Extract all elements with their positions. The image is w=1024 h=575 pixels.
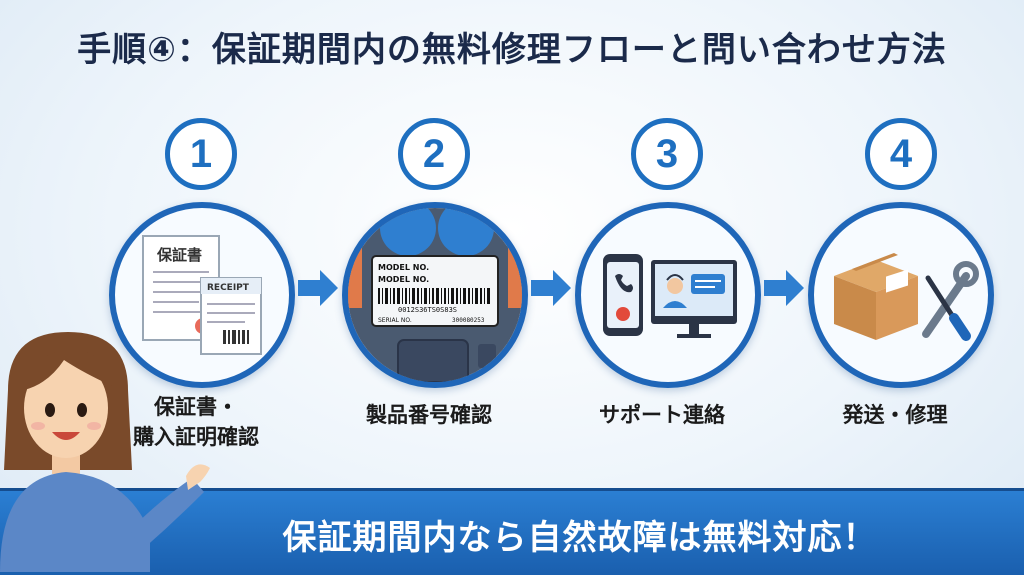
arrow-right-icon-3 <box>764 270 804 306</box>
step-label-4: 発送・修理 <box>842 403 948 427</box>
step-number-3: 3 <box>631 118 703 190</box>
box-tools-icon <box>834 253 979 341</box>
arrow-right-icon-1 <box>298 270 338 306</box>
warranty-text: 保証書 <box>156 246 202 264</box>
step-circle-2: MODEL NO. MODEL NO. 0012S36TS0S83S SERIA… <box>342 202 528 388</box>
step-number-2: 2 <box>398 118 470 190</box>
model-text-1: MODEL NO. <box>378 263 429 272</box>
warranty-receipt-icon: 保証書 RECEIPT <box>142 235 262 355</box>
step-label-1: 保証書・ 購入証明確認 <box>96 392 296 452</box>
serial-text: SERIAL NO. <box>378 317 412 324</box>
page-title: 手順④：保証期間内の無料修理フローと問い合わせ方法 <box>77 30 947 70</box>
woman-presenter-illustration <box>0 332 210 572</box>
step-circle-4 <box>808 202 994 388</box>
step-number-1: 1 <box>165 118 237 190</box>
banner-text: 保証期間内なら自然故障は無料対応！ <box>282 518 878 558</box>
step-circle-3 <box>575 202 761 388</box>
barcode-number: 0012S36TS0S83S <box>398 306 457 314</box>
arrow-right-icon-2 <box>531 270 571 306</box>
model-text-2: MODEL NO. <box>378 275 429 284</box>
serial-label-icon: MODEL NO. MODEL NO. 0012S36TS0S83S SERIA… <box>348 208 522 382</box>
receipt-text: RECEIPT <box>207 283 250 293</box>
step-label-1-line1: 保証書・ <box>154 395 238 419</box>
step-label-3: サポート連絡 <box>599 403 725 427</box>
phone-chat-support-icon <box>603 254 737 338</box>
step-number-4: 4 <box>865 118 937 190</box>
step-circle-1: 保証書 RECEIPT <box>109 202 295 388</box>
step-label-1-line2: 購入証明確認 <box>133 425 259 449</box>
serial-value: 300080253 <box>452 317 485 324</box>
step-label-2: 製品番号確認 <box>366 403 492 427</box>
